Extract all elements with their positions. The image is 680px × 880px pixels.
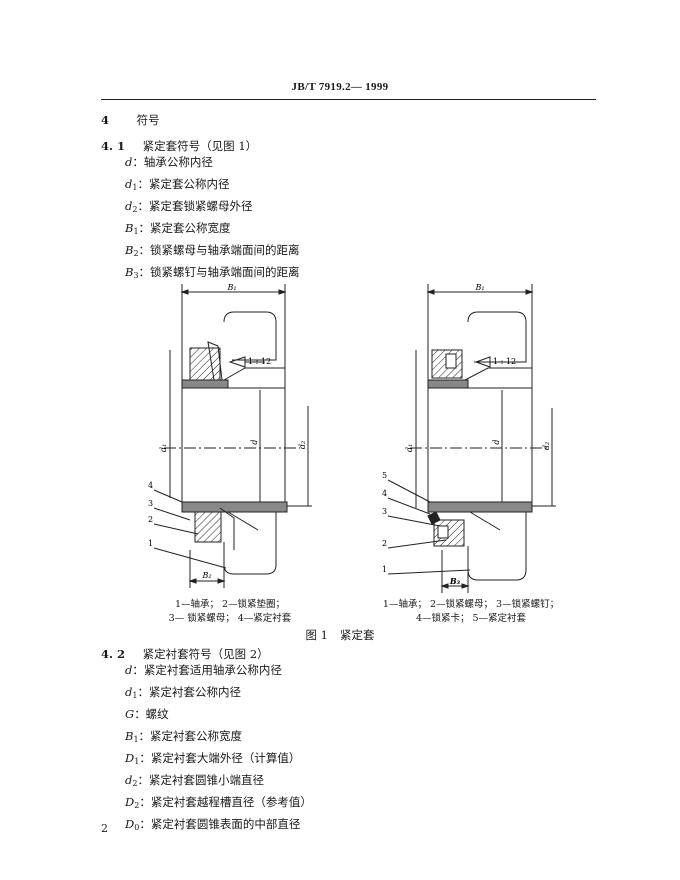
part-number-3: 3 xyxy=(148,499,153,508)
section-number: 4. 2 xyxy=(101,647,126,661)
part-number-1: 1 xyxy=(382,565,387,574)
symbol-row: B2：锁紧螺母与轴承端面间的距离 xyxy=(125,243,300,258)
part-number-1: 1 xyxy=(148,539,153,548)
section-4-2-heading: 4. 2 紧定衬套符号（见图 2） xyxy=(101,646,269,662)
symbol-row: B1：紧定衬套公称宽度 xyxy=(125,729,243,744)
symbol-row: d：轴承公称内径 xyxy=(125,155,213,169)
symbol-row: d1：紧定衬套公称内径 xyxy=(125,685,241,700)
symbol-row: B3：锁紧螺钉与轴承端面间的距离 xyxy=(125,265,300,280)
symbol-list-4-1: d：轴承公称内径 d1：紧定套公称内径 d2：紧定套锁紧螺母外径 B1：紧定套公… xyxy=(125,153,300,285)
dim-d-label: d xyxy=(250,439,259,444)
dim-d1-label: d₁ xyxy=(159,444,168,452)
section-title: 紧定衬套符号（见图 2） xyxy=(142,647,269,661)
dim-d2-label: d₂ xyxy=(298,441,307,449)
part-number-4: 4 xyxy=(148,481,153,490)
taper-label: 1 : 12 xyxy=(248,357,271,366)
dim-b3-label: B₃ xyxy=(449,576,461,586)
symbol-row: D1：紧定衬套大端外径（计算值） xyxy=(125,751,301,766)
page-number: 2 xyxy=(101,822,108,835)
part-number-3: 3 xyxy=(382,507,387,516)
dim-b2-label: B₂ xyxy=(201,571,211,580)
symbol-row: B1：紧定套公称宽度 xyxy=(125,221,231,236)
part-number-4: 4 xyxy=(382,489,387,498)
figure-1-drawing: B₁ 1 : 12 d₁ d d₂ B₂ 4 3 2 1 xyxy=(148,283,556,593)
dim-b1-label: B₁ xyxy=(226,283,236,292)
symbol-row: d：紧定衬套适用轴承公称内径 xyxy=(125,663,282,677)
symbol-list-4-2: d：紧定衬套适用轴承公称内径 d1：紧定衬套公称内径 G：螺纹 B1：紧定衬套公… xyxy=(125,661,312,837)
dim-d1-label: d₁ xyxy=(405,444,414,452)
symbol-row: D0：紧定衬套圆锥表面的中部直径 xyxy=(125,817,301,832)
right-drawing xyxy=(387,284,556,593)
section-4-1-heading: 4. 1 紧定套符号（见图 1） xyxy=(101,138,257,154)
dim-b1-label: B₁ xyxy=(474,283,484,292)
part-number-2: 2 xyxy=(148,515,153,524)
section-number: 4 xyxy=(101,113,110,127)
symbol-row: d2：紧定套锁紧螺母外径 xyxy=(125,199,253,214)
figure-1-left-legend: 1—轴承； 2—锁紧垫圈； 3— 锁紧螺母； 4—紧定衬套 xyxy=(168,599,292,624)
symbol-row: d1：紧定套公称内径 xyxy=(125,177,230,192)
document-header: JB/T 7919.2— 1999 xyxy=(291,81,389,93)
symbol-row: d2：紧定衬套圆锥小端直径 xyxy=(125,773,264,788)
section-4-heading: 4 符号 xyxy=(101,112,160,128)
section-title: 符号 xyxy=(136,113,160,127)
figure-1-right-legend: 1—轴承； 2—锁紧螺母； 3—锁紧螺钉； 4—锁紧卡； 5—紧定衬套 xyxy=(382,599,560,624)
part-number-5: 5 xyxy=(382,471,387,480)
left-drawing xyxy=(153,284,312,588)
figure-1-adapter-sleeve: B₁ 1 : 12 d₁ d d₂ B₂ 4 3 2 1 xyxy=(140,280,580,625)
dim-d-label: d xyxy=(492,439,501,444)
taper-label: 1 : 12 xyxy=(493,357,516,366)
symbol-row: D2：紧定衬套越程槽直径（参考值） xyxy=(125,795,312,810)
section-number: 4. 1 xyxy=(101,139,126,153)
part-number-2: 2 xyxy=(382,539,387,548)
symbol-row: G：螺纹 xyxy=(125,707,169,721)
header-rule xyxy=(101,99,596,100)
section-title: 紧定套符号（见图 1） xyxy=(142,139,258,153)
dim-d2-label: d₂ xyxy=(542,442,551,450)
